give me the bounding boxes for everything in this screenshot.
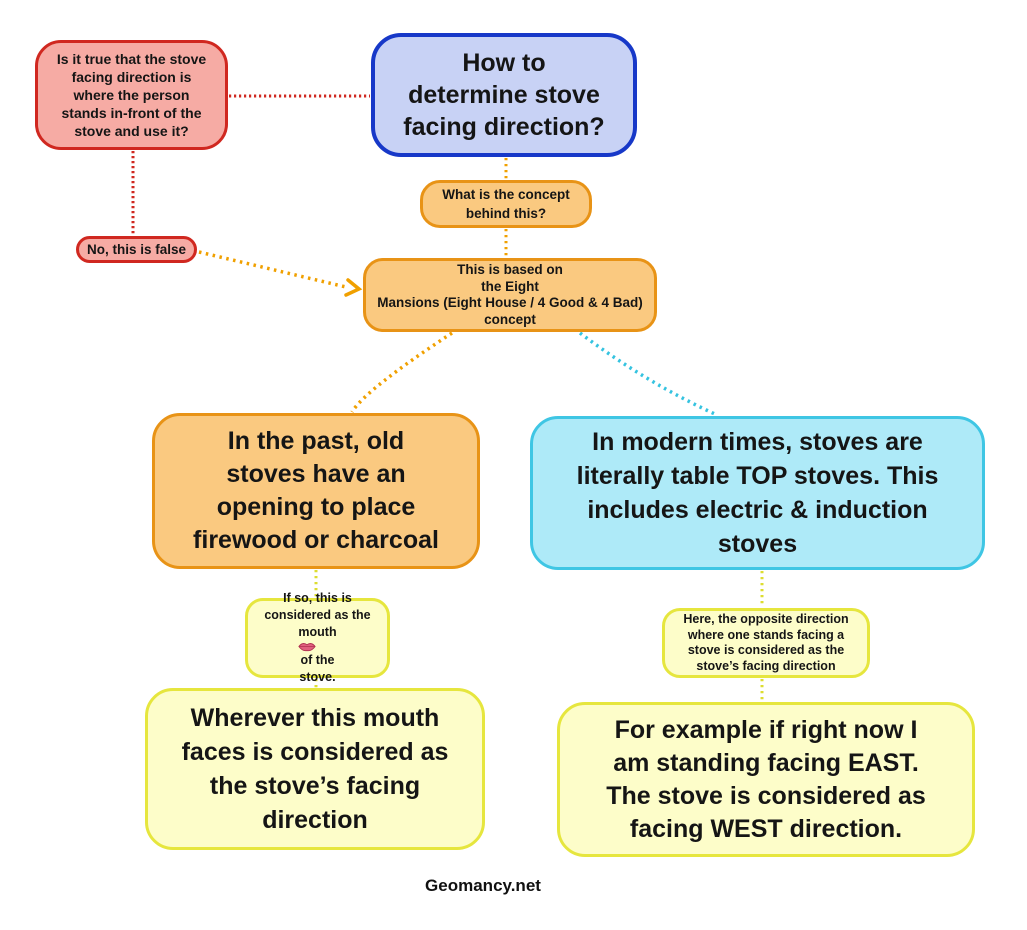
node-past-stoves[interactable]: In the past, old stoves have an opening … — [152, 413, 480, 569]
node-text-line: faces is considered as — [181, 738, 449, 766]
node-text-line: In modern times, stoves are — [592, 428, 923, 456]
node-for-example[interactable]: For example if right now I am standing f… — [557, 702, 975, 857]
node-text-line: facing direction is — [71, 69, 192, 85]
node-text-line: The stove is considered as — [606, 781, 926, 810]
node-text-line: where the person — [73, 87, 190, 103]
node-wherever-mouth[interactable]: Wherever this mouth faces is considered … — [145, 688, 485, 850]
node-no-false[interactable]: No, this is false — [76, 236, 197, 263]
connector-orange-curve-left — [350, 331, 453, 413]
node-text-line: This is based on — [457, 262, 563, 277]
node-text-line: firewood or charcoal — [193, 526, 439, 554]
node-text-line: Is it true that the stove — [56, 51, 207, 67]
node-text-line: stove. — [299, 670, 336, 684]
node-text-line: the stove’s facing — [209, 772, 421, 800]
node-text-line: where one stands facing a — [687, 627, 845, 642]
node-text-line: concept — [484, 311, 536, 327]
footer-brand: Geomancy.net — [425, 876, 541, 895]
node-text-line: behind this? — [465, 206, 547, 221]
node-text-line: Wherever this mouth — [190, 704, 440, 732]
node-if-so-mouth[interactable]: If so, this is considered as the mouth o… — [245, 591, 390, 684]
node-text-line: Mansions (Eight House / 4 Good & 4 Bad) — [377, 295, 643, 310]
node-concept-question[interactable]: What is the concept behind this? — [420, 180, 592, 228]
node-here-opposite[interactable]: Here, the opposite direction where one s… — [662, 608, 870, 678]
node-text-line: am standing facing EAST. — [613, 748, 919, 777]
node-text-line: includes electric & induction — [587, 496, 928, 524]
node-text-line: stands in-front of the — [61, 105, 202, 121]
node-text-line: stove’s facing direction — [696, 658, 836, 673]
node-text-line: opening to place — [216, 493, 416, 521]
connector-orange-arrowhead — [344, 278, 363, 297]
node-text-line: stoves have an — [226, 460, 406, 488]
node-text-line: literally table TOP stoves. This — [576, 462, 939, 490]
node-text-line: For example if right now I — [614, 715, 918, 744]
node-text-line: considered as the — [264, 608, 371, 622]
node-text-line: facing direction? — [403, 113, 605, 141]
node-text-line: If so, this is — [283, 591, 352, 605]
node-text-line: mouth of the — [298, 624, 336, 669]
node-modern-stoves[interactable]: In modern times, stoves are literally ta… — [530, 416, 985, 570]
node-text-line: How to — [462, 49, 546, 77]
node-text-line: the Eight — [481, 278, 539, 294]
node-text-line: determine stove — [408, 81, 600, 109]
node-red-question[interactable]: Is it true that the stove facing directi… — [35, 40, 228, 150]
node-text-line: stove and use it? — [74, 123, 189, 139]
mouth-label-after: of the — [300, 653, 335, 667]
node-eight-mansions[interactable]: This is based on the Eight Mansions (Eig… — [363, 258, 657, 332]
node-main-question[interactable]: How to determine stove facing direction? — [371, 33, 637, 157]
lips-icon — [298, 641, 336, 652]
node-text-line: facing WEST direction. — [629, 814, 903, 843]
mouth-label-before: mouth — [298, 625, 337, 639]
node-text-line: direction — [262, 806, 368, 834]
node-text-line: In the past, old — [227, 427, 405, 455]
node-text-line: Here, the opposite direction — [683, 612, 849, 626]
node-text-line: stoves — [717, 530, 798, 558]
node-text-line: stove is considered as the — [687, 643, 845, 657]
connector-orange-diagonal — [198, 250, 347, 289]
node-text-line: No, this is false — [86, 241, 187, 257]
node-text-line: What is the concept — [442, 187, 570, 202]
connector-cyan-curve-right — [578, 331, 718, 417]
